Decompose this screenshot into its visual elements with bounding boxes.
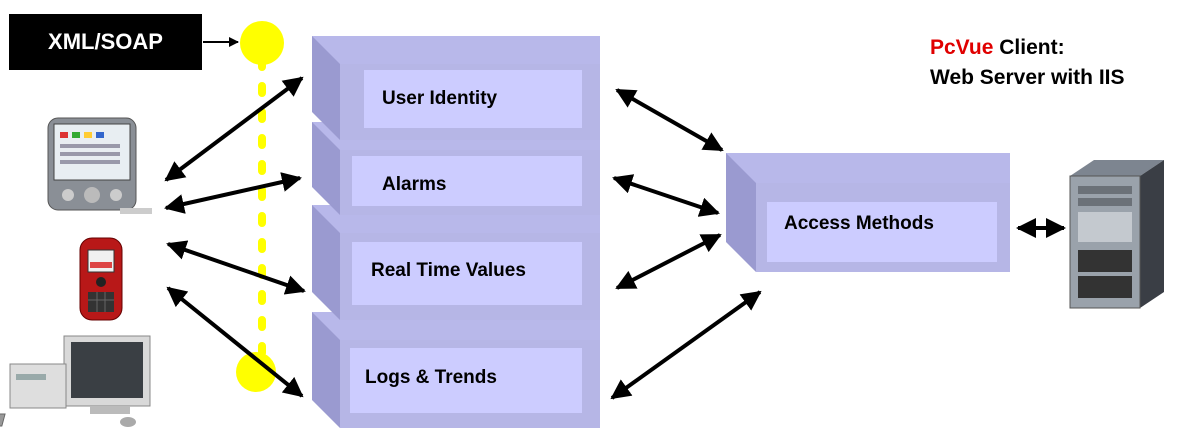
module-box-logs-trends <box>312 312 600 428</box>
module-label-user-identity: User Identity <box>382 88 498 109</box>
access-methods-label: Access Methods <box>784 213 934 234</box>
xml-soap-box: XML/SOAP <box>9 14 202 70</box>
client-title-suffix: Client: <box>993 36 1065 59</box>
pda-icon <box>47 117 152 214</box>
module-label-real-time-values: Real Time Values <box>371 260 526 281</box>
arrow-pda-user-identity <box>164 76 304 182</box>
desktop-computer-icon <box>0 335 151 427</box>
xml-soap-label: XML/SOAP <box>48 29 163 54</box>
arrow-real-time-access <box>615 233 722 290</box>
module-box-user-identity <box>312 36 600 140</box>
module-box-alarms <box>312 122 600 215</box>
client-title: PcVue Client: Web Server with IIS <box>930 33 1125 93</box>
client-title-line2: Web Server with IIS <box>930 66 1125 89</box>
bus-top-node <box>240 21 284 65</box>
access-methods-box <box>726 153 1010 272</box>
device-arrows <box>164 76 306 398</box>
arrow-phone-real-time <box>166 240 306 295</box>
mobile-phone-icon <box>79 237 123 321</box>
module-label-logs-trends: Logs & Trends <box>365 367 497 388</box>
arrow-pc-logs <box>166 286 304 398</box>
arrow-logs-access <box>610 290 762 400</box>
arrow-alarms-access <box>612 174 720 217</box>
client-title-line1: PcVue Client: <box>930 33 1125 63</box>
server-tower-icon <box>1069 160 1164 309</box>
arrow-pda-alarms <box>164 172 302 214</box>
brand-logo-text: PcVue <box>930 36 994 59</box>
arrow-user-identity-access <box>615 88 724 152</box>
xml-soap-bus <box>236 21 284 392</box>
access-arrows <box>610 88 1066 400</box>
module-label-alarms: Alarms <box>382 174 447 195</box>
